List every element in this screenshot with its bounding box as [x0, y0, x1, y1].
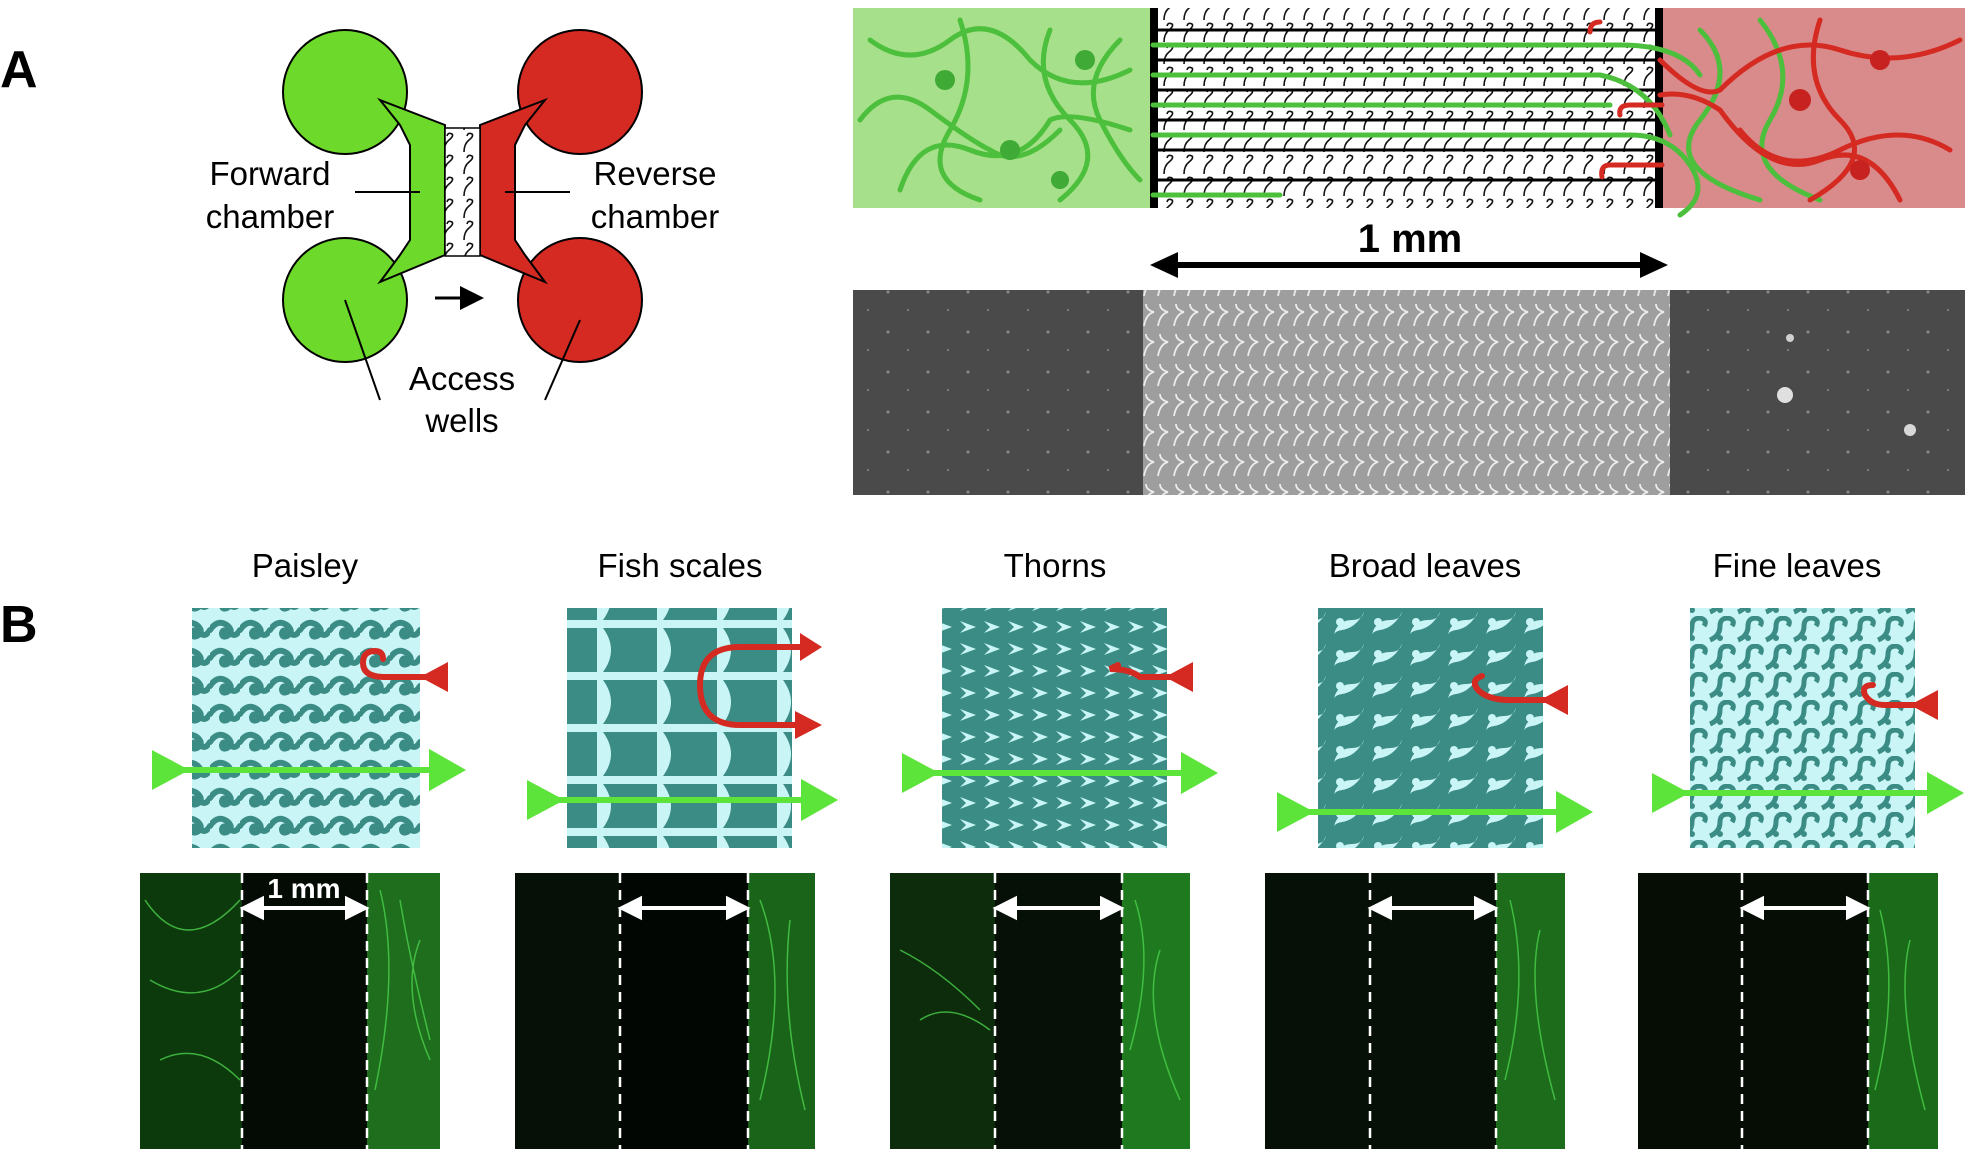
- pattern-tiles: [192, 608, 1915, 848]
- title-paisley: Paisley: [252, 547, 359, 584]
- title-fine-leaves: Fine leaves: [1713, 547, 1882, 584]
- forward-well-top: [282, 29, 408, 155]
- access-label-1: Access: [409, 360, 515, 397]
- microchannel-block: [444, 127, 481, 257]
- axon-illustration: [853, 8, 1965, 218]
- reverse-label-2: chamber: [591, 198, 719, 235]
- forward-compartment: [853, 8, 1153, 208]
- tile-broad-leaves: [1318, 608, 1543, 848]
- panel-letter-a: A: [0, 41, 38, 99]
- panel-letter-b: B: [0, 596, 38, 654]
- scale-bar-label-b: 1 mm: [267, 873, 340, 904]
- channel-array: [1153, 8, 1660, 208]
- reverse-well-bottom: [517, 237, 643, 363]
- scale-bar-a: [1150, 252, 1668, 278]
- tile-fine-leaves: [1690, 608, 1915, 848]
- title-thorns: Thorns: [1004, 547, 1107, 584]
- reverse-arrowheads: [420, 633, 1938, 739]
- forward-arrows: [152, 748, 1965, 834]
- access-label-2: wells: [424, 402, 498, 439]
- reverse-arrows: [359, 644, 1918, 728]
- reverse-label-1: Reverse: [594, 155, 717, 192]
- device-schematic: [282, 29, 643, 401]
- tile-paisley: [192, 608, 420, 848]
- fluorescence-images: [140, 873, 1938, 1149]
- phase-contrast-micrograph: [853, 290, 1965, 495]
- pattern-titles: Paisley Fish scales Thorns Broad leaves …: [252, 547, 1882, 584]
- title-broad-leaves: Broad leaves: [1329, 547, 1522, 584]
- reverse-well-top: [517, 29, 643, 155]
- title-fish-scales: Fish scales: [597, 547, 762, 584]
- scale-bar-label-a: 1 mm: [1358, 217, 1463, 261]
- forward-label-1: Forward: [209, 155, 330, 192]
- tile-thorns: [942, 608, 1167, 848]
- forward-label-2: chamber: [206, 198, 334, 235]
